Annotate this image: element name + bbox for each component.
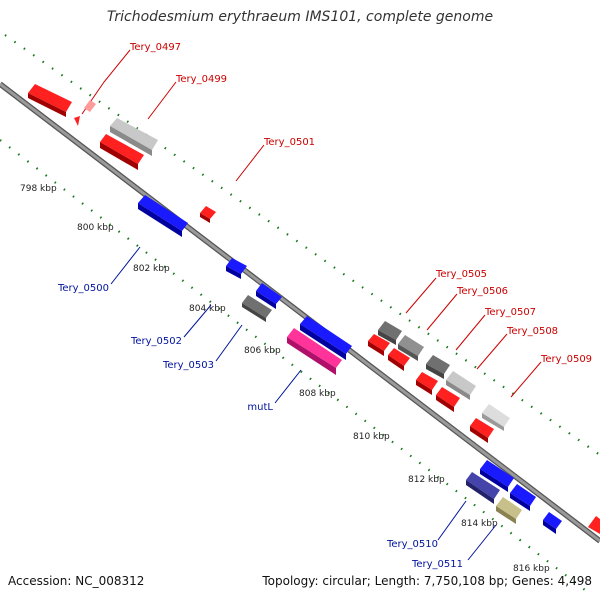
gene-tery-0502[interactable] (256, 283, 282, 309)
gene-tery-0506[interactable] (398, 335, 424, 361)
gene-tery-0501[interactable] (200, 206, 216, 223)
gene-tery-0497[interactable] (28, 84, 72, 117)
gene-tery-0510b[interactable] (510, 484, 536, 511)
gene-label[interactable]: Tery_0501 (263, 137, 315, 148)
gene-tery-0509b[interactable] (470, 418, 494, 443)
genome-summary-text: Topology: circular; Length: 7,750,108 bp… (262, 574, 592, 588)
gene-label[interactable]: Tery_0510 (386, 539, 438, 550)
gene-tery-0498-partial[interactable] (74, 100, 96, 126)
gene-tery-0505b[interactable] (368, 334, 410, 371)
genome-title: Trichodesmium erythraeum IMS101, complet… (106, 9, 494, 25)
kbp-tick: 814 kbp (461, 519, 498, 529)
gene-tery-0511[interactable] (496, 497, 522, 524)
kbp-axis: 798 kbp 800 kbp 802 kbp 804 kbp 806 kbp … (20, 184, 550, 574)
gene-label[interactable]: Tery_0505 (435, 269, 487, 280)
gene-label[interactable]: Tery_0499 (175, 74, 227, 85)
gene-tery-0500[interactable] (138, 195, 188, 237)
gene-tery-0509[interactable] (482, 404, 510, 431)
gene-tery-0505[interactable] (378, 321, 402, 345)
gene-tery-0510[interactable] (466, 472, 500, 504)
kbp-tick: 816 kbp (513, 564, 550, 574)
gene-label[interactable]: Tery_0497 (129, 42, 181, 53)
gene-tery-0508[interactable] (446, 371, 476, 400)
kbp-tick: 812 kbp (408, 475, 445, 485)
kbp-tick: 798 kbp (20, 184, 57, 194)
kbp-tick: 810 kbp (353, 432, 390, 442)
gene-label[interactable]: Tery_0502 (130, 336, 182, 347)
gene-mutl[interactable] (287, 328, 342, 375)
kbp-tick: 806 kbp (244, 346, 281, 356)
inner-dotted-rail (0, 139, 586, 591)
reverse-leaders (110, 246, 497, 561)
accession-text: Accession: NC_008312 (8, 574, 145, 588)
gene-tery-0504[interactable] (300, 316, 352, 360)
gene-tery-0503[interactable] (242, 295, 272, 322)
gene-tery-0513[interactable] (588, 516, 600, 534)
forward-leaders (81, 49, 542, 398)
gene-label[interactable]: Tery_0511 (411, 559, 463, 570)
gene-label[interactable]: Tery_0507 (484, 307, 536, 318)
gene-label[interactable]: Tery_0508 (506, 326, 558, 337)
gene-features[interactable] (28, 84, 600, 534)
gene-tery-0499[interactable] (110, 118, 158, 156)
gene-label[interactable]: Tery_0509 (540, 354, 592, 365)
kbp-tick: 800 kbp (77, 223, 114, 233)
kbp-tick: 802 kbp (133, 264, 170, 274)
gene-tery-0510a[interactable] (480, 460, 514, 492)
forward-gene-labels: Tery_0497 Tery_0499 Tery_0501 Tery_0505 … (129, 42, 592, 365)
gene-label[interactable]: Tery_0500 (57, 283, 109, 294)
gene-tery-0507[interactable] (426, 355, 450, 379)
gene-tery-0507b[interactable] (416, 372, 460, 412)
gene-tery-0502a[interactable] (226, 258, 247, 279)
genome-backbone (0, 81, 600, 544)
kbp-tick: 808 kbp (299, 389, 336, 399)
gene-label[interactable]: mutL (247, 402, 273, 413)
reverse-gene-labels: Tery_0500 Tery_0502 Tery_0503 mutL Tery_… (57, 283, 463, 570)
gene-tery-0499b[interactable] (100, 134, 144, 170)
gene-label[interactable]: Tery_0503 (162, 360, 214, 371)
gene-tery-0512[interactable] (543, 512, 562, 534)
gene-label[interactable]: Tery_0506 (456, 286, 508, 297)
